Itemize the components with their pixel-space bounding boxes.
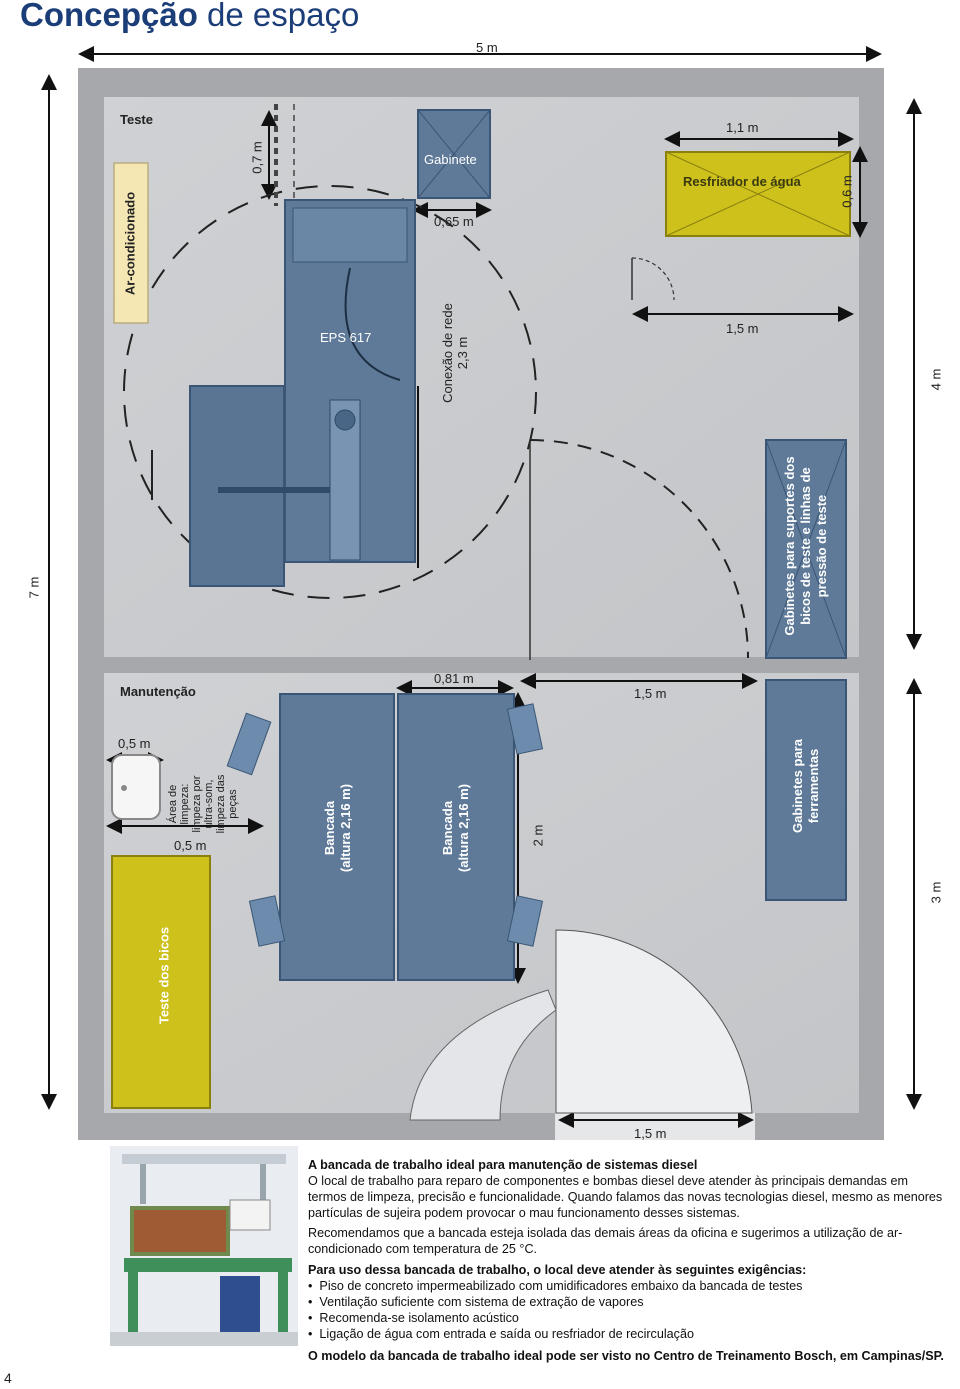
label-teste: Teste	[120, 112, 153, 127]
page-number: 4	[4, 1370, 12, 1386]
label-limpeza-2: limpeza:	[179, 783, 191, 825]
bullet-item: • Ligação de água com entrada e saída ou…	[308, 1327, 694, 1341]
label-bancada-2-height: (altura 2,16 m)	[456, 783, 471, 873]
dim-height-total: 7 m	[26, 576, 42, 599]
label-ferramentas-1: Gabinetes para	[790, 739, 805, 833]
label-bancada-2-name: Bancada	[440, 800, 455, 856]
footer-note: O modelo da bancada de trabalho ideal po…	[308, 1349, 944, 1363]
label-gabinetes-suportes-1: Gabinetes para suportes dos	[782, 456, 797, 636]
dim-0-5-b: 0,5 m	[174, 838, 207, 853]
label-ferramentas-2: ferramentas	[806, 748, 821, 824]
ar-condicionado-box	[113, 162, 149, 324]
sink	[111, 754, 161, 820]
dim-1-1: 1,1 m	[726, 120, 759, 135]
label-limpeza-1: Área de	[167, 784, 179, 824]
dim-network-len: 2,3 m	[455, 336, 470, 370]
dim-0-7: 0,7 m	[249, 141, 265, 174]
label-bancada-2: Bancada (altura 2,16 m)	[440, 768, 472, 888]
label-area-limpeza: Área de limpeza: limpeza por ultra-som, …	[167, 749, 239, 859]
dim-1-5-c: 1,5 m	[634, 1126, 667, 1141]
bullet-text-1: Piso de concreto impermeabilizado com um…	[319, 1279, 803, 1293]
label-resfriador: Resfriador de água	[683, 174, 801, 189]
dim-network: Conexão de rede 2,3 m	[440, 298, 470, 408]
bullet-item: • Recomenda-se isolamento acústico	[308, 1311, 519, 1325]
dim-0-81: 0,81 m	[434, 671, 474, 686]
bullet-text-3: Recomenda-se isolamento acústico	[319, 1311, 519, 1325]
label-teste-bicos: Teste dos bicos	[156, 926, 172, 1025]
dim-network-label: Conexão de rede	[440, 303, 455, 403]
label-eps: EPS 617	[320, 330, 372, 345]
dim-0-5-a: 0,5 m	[118, 736, 151, 751]
dim-1-5-b: 1,5 m	[634, 686, 667, 701]
section-heading: A bancada de trabalho ideal para manuten…	[308, 1158, 698, 1172]
label-manutencao: Manutenção	[120, 684, 196, 699]
label-gabinetes-ferramentas: Gabinetes para ferramentas	[790, 726, 822, 846]
bullet-item: • Piso de concreto impermeabilizado com …	[308, 1279, 803, 1293]
eps-617-machine	[189, 199, 416, 587]
gabinetes-ferramentas-box	[765, 679, 847, 901]
bullet-item: • Ventilação suficiente com sistema de e…	[308, 1295, 644, 1309]
requirements-heading: Para uso dessa bancada de trabalho, o lo…	[308, 1263, 807, 1277]
dim-1-5-a: 1,5 m	[726, 321, 759, 336]
page-title: Concepção de espaço	[20, 0, 360, 33]
bancada-1-box	[279, 693, 395, 981]
label-limpeza-5: limpeza das	[215, 774, 227, 834]
label-bancada-1: Bancada (altura 2,16 m)	[322, 768, 354, 888]
label-ar-condicionado: Ar-condicionado	[122, 191, 138, 296]
dim-lower-height: 3 m	[928, 881, 944, 904]
paragraph-1: O local de trabalho para reparo de compo…	[308, 1174, 943, 1221]
dim-2: 2 m	[530, 824, 546, 847]
workbench-photo	[110, 1146, 298, 1346]
label-gabinetes-suportes-2: bicos de teste e linhas de	[798, 467, 813, 625]
label-gabinetes-suportes: Gabinetes para suportes dos bicos de tes…	[782, 446, 830, 646]
label-bancada-1-height: (altura 2,16 m)	[338, 783, 353, 873]
label-limpeza-3: limpeza por	[191, 775, 203, 833]
label-gabinetes-suportes-3: pressão de teste	[814, 494, 829, 598]
teste-bicos-box	[111, 855, 211, 1109]
label-limpeza-6: peças	[227, 789, 239, 819]
lower-door-swing	[555, 929, 753, 1114]
bullet-text-2: Ventilação suficiente com sistema de ext…	[319, 1295, 644, 1309]
paragraph-2: Recomendamos que a bancada esteja isolad…	[308, 1226, 903, 1257]
dim-upper-height: 4 m	[928, 368, 944, 391]
dim-0-65: 0,65 m	[434, 214, 474, 229]
label-bancada-1-name: Bancada	[322, 800, 337, 856]
bancada-2-box	[397, 693, 515, 981]
bullet-text-4: Ligação de água com entrada e saída ou r…	[319, 1327, 694, 1341]
dim-0-6: 0,6 m	[839, 175, 855, 208]
label-limpeza-4: ultra-som,	[203, 779, 215, 829]
label-gabinete: Gabinete	[424, 152, 477, 167]
eps-reach-circle	[123, 185, 537, 599]
